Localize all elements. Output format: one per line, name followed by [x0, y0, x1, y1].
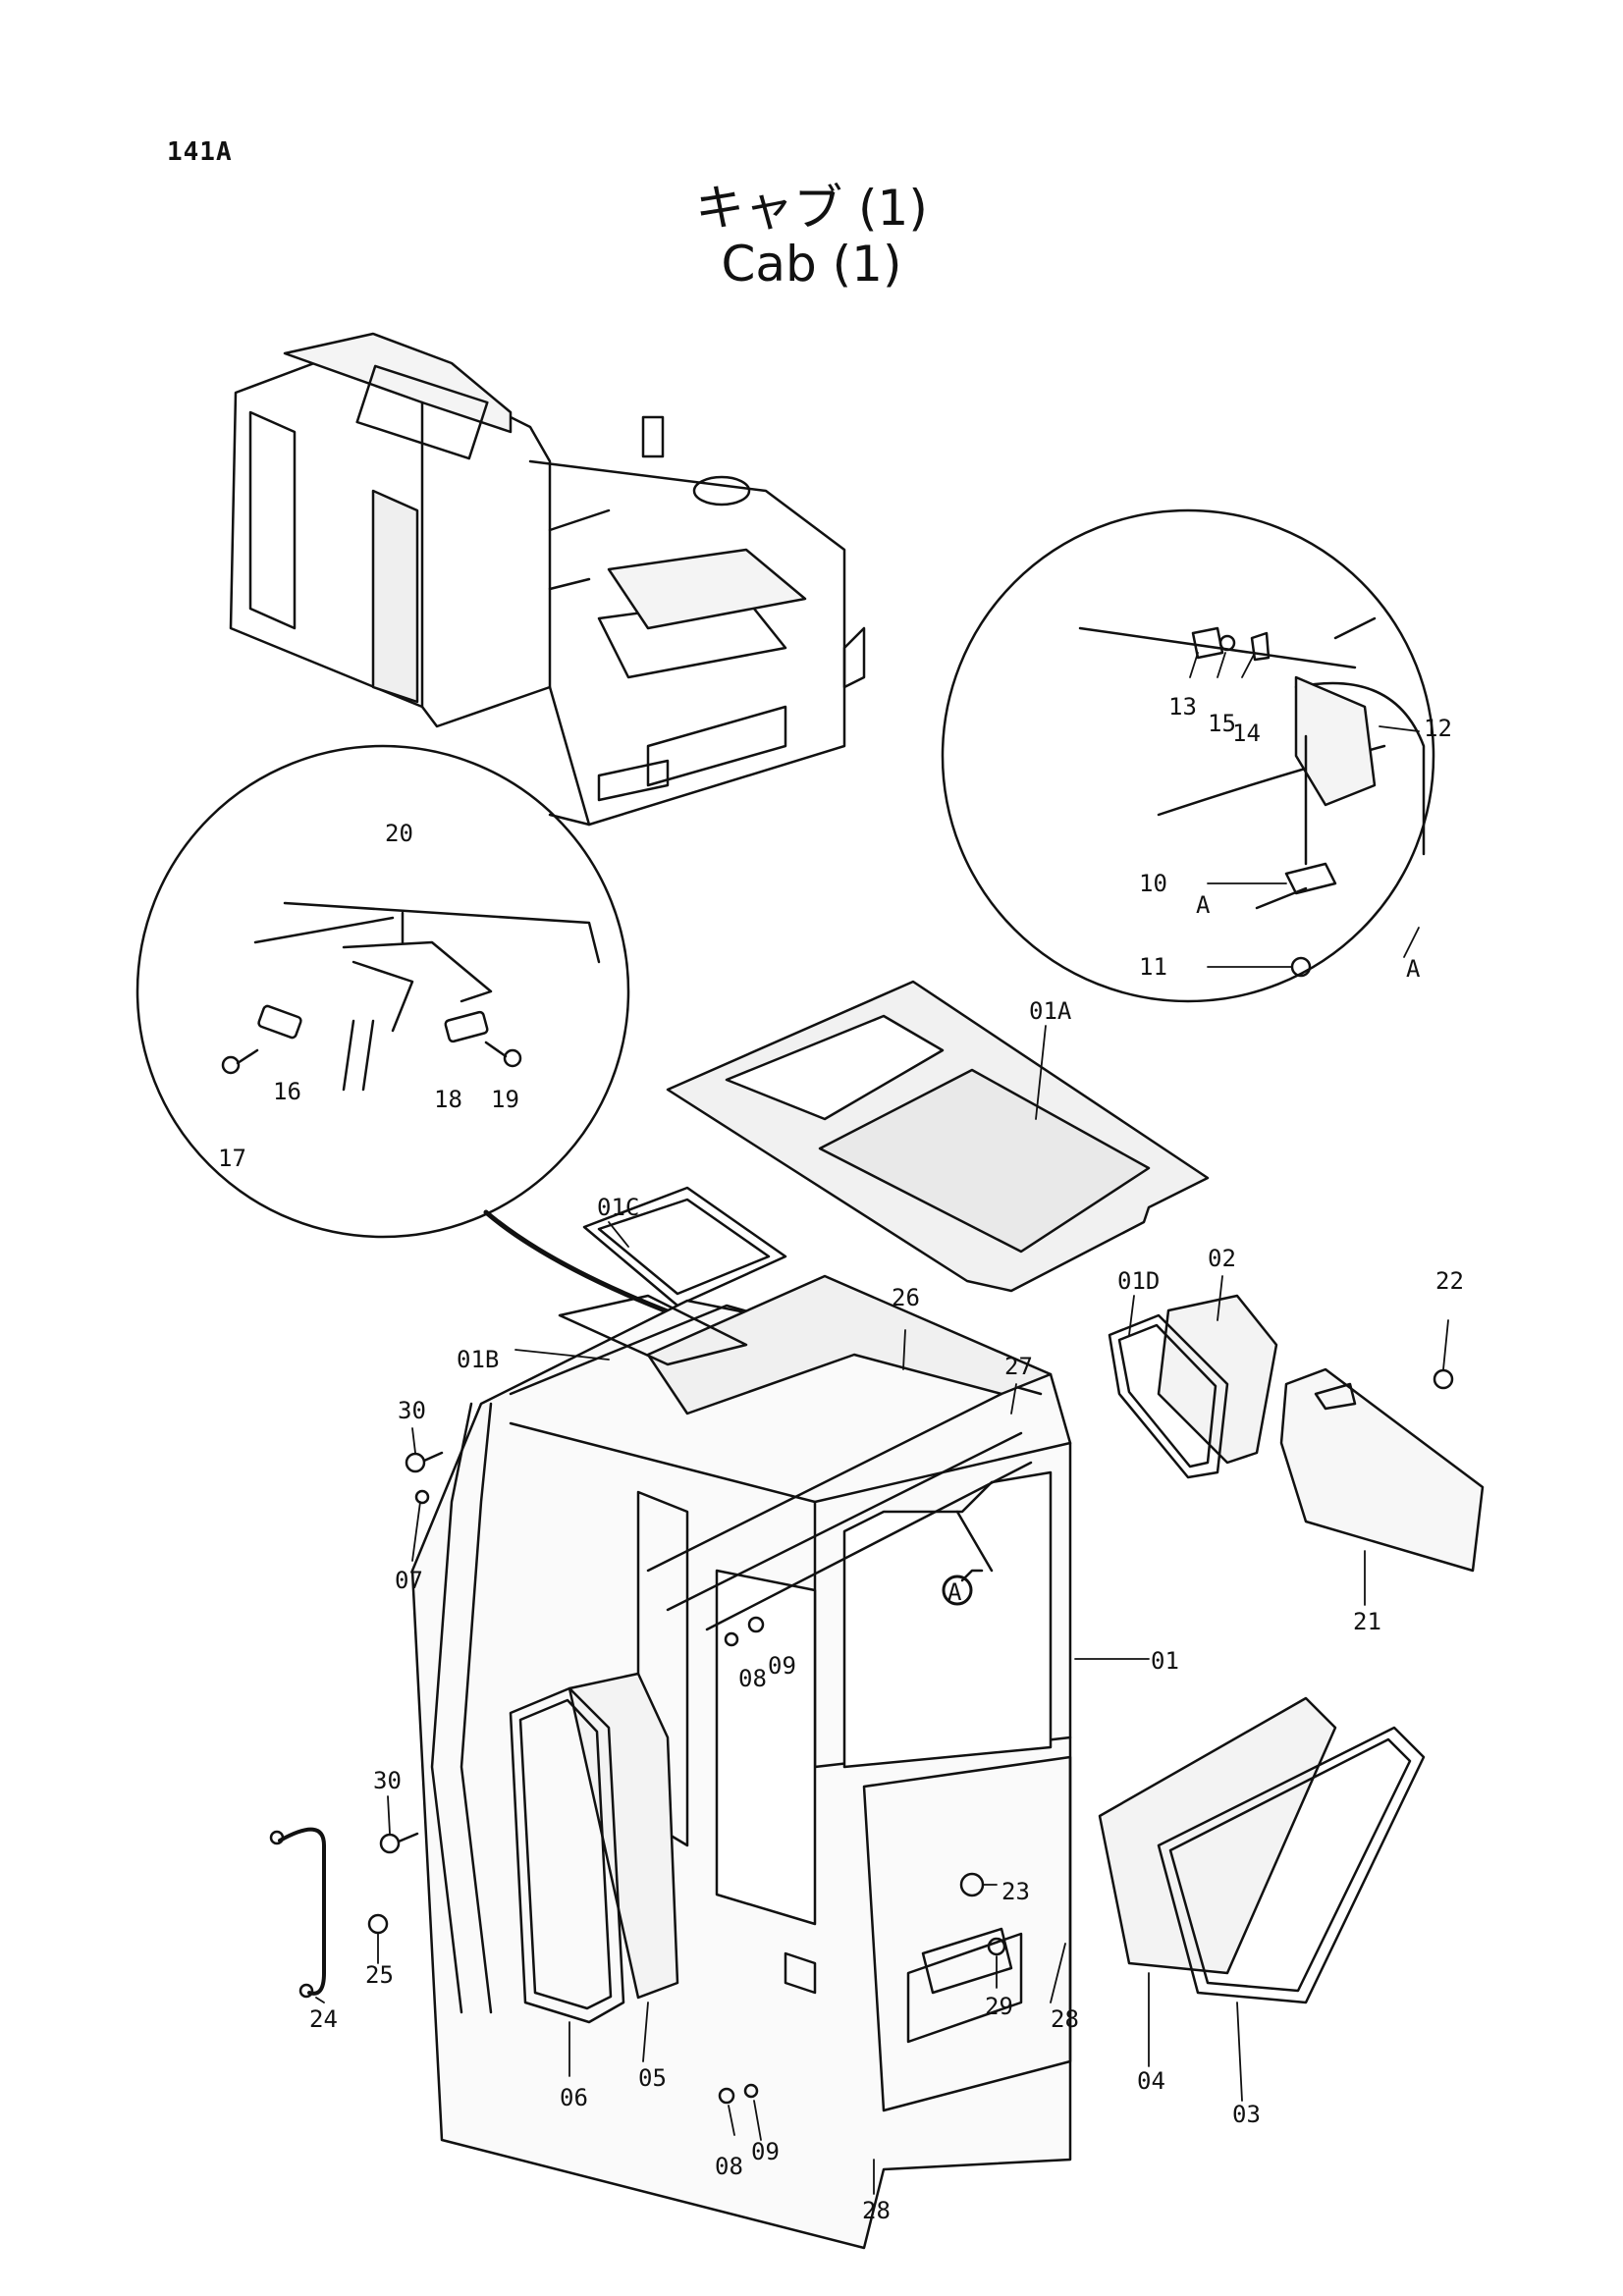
callout-label: 23 — [1001, 1878, 1030, 1905]
callout-label: 09 — [751, 2138, 780, 2165]
callout-labels: 01A 01B 01C 01D 01 02 03 04 05 06 07 08 … — [218, 693, 1464, 2224]
page-number: 141A — [167, 137, 233, 167]
callout-label: 30 — [373, 1767, 402, 1794]
detail-a-label: A — [1406, 955, 1421, 983]
cab-body-01 — [410, 1274, 1072, 2250]
callout-label: 27 — [1004, 1353, 1033, 1380]
callout-label: 09 — [768, 1652, 796, 1680]
callout-label: 01A — [1029, 997, 1072, 1025]
callout-label: 30 — [398, 1397, 426, 1424]
callout-label: 17 — [218, 1145, 246, 1172]
roof-panel-01a — [666, 980, 1210, 1293]
machine-overview-illustration — [229, 332, 866, 827]
callout-label: 15 — [1208, 710, 1236, 737]
seal-01d — [1108, 1313, 1229, 1479]
callout-label: 29 — [985, 1993, 1013, 2020]
callout-label: 01C — [597, 1194, 639, 1221]
callout-label: 20 — [385, 820, 413, 847]
callout-label: 01B — [457, 1346, 499, 1373]
callout-label: 11 — [1139, 953, 1167, 981]
cover-21 — [1279, 1367, 1485, 1573]
callout-label: 12 — [1424, 715, 1452, 742]
detail-a-marker: A — [947, 1578, 962, 1606]
callout-label: 06 — [560, 2084, 588, 2111]
callout-label: 07 — [395, 1567, 423, 1594]
callout-label: 24 — [309, 2005, 338, 2033]
callout-label: 13 — [1168, 693, 1197, 721]
callout-label: 14 — [1232, 720, 1261, 747]
callout-label: 08 — [738, 1665, 767, 1692]
leader-lines — [315, 652, 1449, 2195]
callout-label: 21 — [1353, 1608, 1381, 1635]
callout-label: 22 — [1435, 1267, 1464, 1295]
seal-01c — [582, 1186, 787, 1308]
front-glass-04 — [1098, 1696, 1337, 1975]
callout-label: 01 — [1151, 1647, 1179, 1675]
seal-03 — [1157, 1726, 1426, 2004]
callout-label: 28 — [1051, 2005, 1079, 2033]
callout-label: 05 — [638, 2064, 667, 2092]
callout-label: 19 — [491, 1086, 519, 1113]
callout-label: 04 — [1137, 2067, 1165, 2095]
fasteners — [367, 1368, 1454, 2105]
callout-label: 10 — [1139, 870, 1167, 897]
callout-label: 03 — [1232, 2101, 1261, 2128]
seal-06 — [509, 1686, 625, 2024]
callout-label: 02 — [1208, 1245, 1236, 1272]
title-english: Cab (1) — [721, 236, 902, 293]
callout-label: 18 — [434, 1086, 462, 1113]
rear-glass-02 — [1157, 1294, 1278, 1465]
callout-label: 26 — [892, 1284, 920, 1311]
detail-circle-a — [941, 508, 1435, 1003]
callout-label: 08 — [715, 2153, 743, 2180]
door-glass-05 — [568, 1672, 679, 2000]
callout-label: 25 — [365, 1961, 394, 1989]
detail-a-label: A — [1196, 891, 1211, 919]
callout-label: 16 — [273, 1078, 301, 1105]
callout-label: 01D — [1117, 1267, 1160, 1295]
handrail-24 — [269, 1827, 326, 1999]
detail-circle-bracket — [135, 744, 680, 1318]
title-japanese: キャブ (1) — [695, 180, 928, 237]
callout-label: 28 — [862, 2197, 891, 2224]
